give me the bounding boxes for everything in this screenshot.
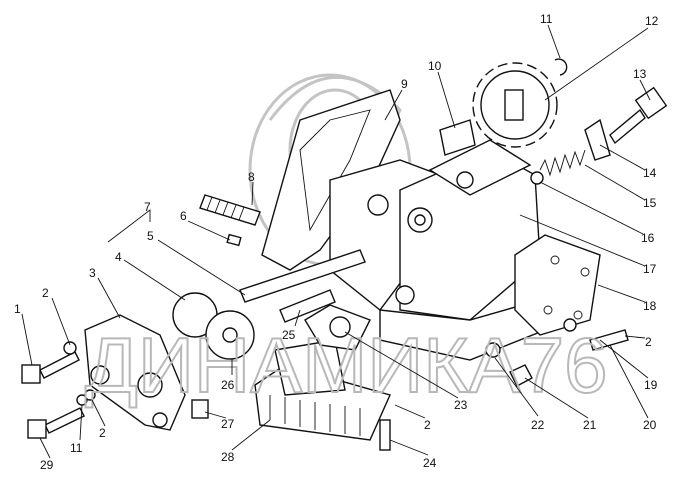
callout-2: 2 [42, 286, 49, 300]
callout-19: 19 [644, 378, 658, 392]
plug-bolt [609, 108, 646, 145]
callout-12: 12 [645, 14, 659, 28]
callout-20: 20 [643, 418, 657, 432]
callout-26: 26 [221, 378, 235, 392]
callout-16: 16 [641, 231, 655, 245]
stud [199, 194, 261, 226]
callout-7: 7 [144, 200, 151, 214]
pump-housing [329, 139, 546, 361]
drive-shaft [239, 249, 366, 303]
callout-28: 28 [221, 450, 235, 464]
callout-labels: 11 12 13 10 9 14 15 16 17 18 8 7 6 5 4 3… [14, 12, 659, 472]
callout-4: 4 [115, 250, 122, 264]
callout-24: 24 [423, 456, 437, 470]
callout-18: 18 [643, 299, 657, 313]
callout-13: 13 [633, 67, 647, 81]
pump-gears [172, 292, 255, 360]
callout-11: 11 [540, 12, 553, 26]
callout-6: 6 [180, 209, 187, 223]
callout-17: 17 [643, 262, 657, 276]
leader-lines [21, 24, 651, 459]
callout-8: 8 [248, 170, 255, 184]
callout-22: 22 [531, 418, 545, 432]
callout-21: 21 [583, 418, 597, 432]
callout-15: 15 [643, 196, 657, 210]
callout-9: 9 [401, 77, 408, 91]
callout-14: 14 [643, 166, 657, 180]
callout-25: 25 [282, 328, 296, 342]
callout-5: 5 [147, 229, 154, 243]
callout-3: 3 [89, 266, 96, 280]
oil-strainer [254, 339, 391, 441]
callout-11: 11 [70, 441, 83, 455]
callout-2: 2 [424, 418, 431, 432]
bushing [191, 399, 209, 419]
pump-cover [84, 314, 186, 431]
filter-cover [514, 234, 601, 336]
callout-29: 29 [40, 458, 54, 472]
callout-10: 10 [428, 59, 442, 73]
callout-2: 2 [99, 426, 106, 440]
callout-2: 2 [645, 335, 652, 349]
watermark-text: ДИНАМИКА76 [85, 321, 608, 409]
callout-23: 23 [454, 398, 468, 412]
callout-27: 27 [221, 417, 235, 431]
plug [439, 119, 476, 156]
drive-sprocket [472, 62, 558, 148]
bolt [44, 407, 85, 434]
callout-1: 1 [14, 302, 21, 316]
spring [539, 149, 586, 177]
circlip [554, 58, 568, 76]
bolt [39, 351, 80, 379]
